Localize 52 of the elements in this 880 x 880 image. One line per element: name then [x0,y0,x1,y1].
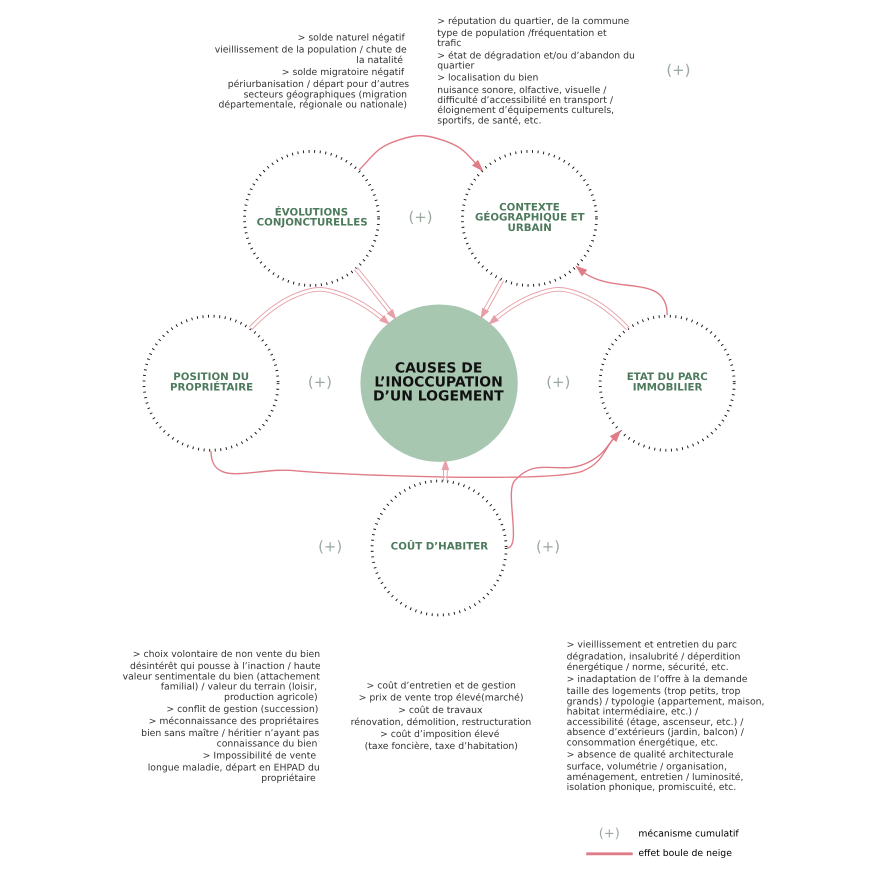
node-label: > coût de travaux [398,704,482,716]
node-label: longue maladie, départ en EHPAD du propriétaire [147,762,320,784]
node-label: > réputation du quartier, de la commune [436,16,629,27]
node-label: nuisance sonore, olfactive, visuelle / difficulté d’accessibilité en transport / éloignement d’équipements culturels, sportifs, de santé, etc. [436,84,614,126]
node-label: rénovation, démolition, restructuration [350,716,531,728]
arrow [354,267,396,320]
node-label: type de population /fréquentation et trafic [436,28,606,50]
node-label: périurbanisation / départ pour d’autres secteurs géographiques (migration départementale, régionale ou nationale) [218,79,409,111]
arrow [248,287,390,330]
node-circle: CONTEXTE GÉOGRAPHIQUE ET URBAIN [460,150,598,287]
arrow [506,430,621,549]
node-label: > méconnaissance des propriétaires [148,716,318,727]
label: (+) [666,60,690,79]
node-label: > inadaptation de l’offre à la demande [566,674,747,686]
arrow [574,266,668,316]
node-label: > vieillissement et entretien du parc [566,640,737,651]
node-label: > prix de vente trop élevé(marché) [358,692,523,704]
node-label: > solde migratoire négatif [281,67,404,78]
node-label: (taxe foncière, taxe d’habitation) [364,741,518,752]
node-circle: COÛT D’HABITER [370,480,508,616]
node-label: surface, volumétrie / organisation, aménagement, entretien / luminosité, isolation phonique, promiscuité, etc. [566,762,743,794]
arrow [440,458,449,482]
node-label: > localisation du bien [436,72,538,84]
node-circle: ETAT DU PARC IMMOBILIER [598,314,736,452]
node-label: > coût d’entretien et de gestion [366,680,516,692]
node-label: > choix volontaire de non vente du bien [132,648,320,660]
arrow [480,278,504,320]
node-label: > conflit de gestion (succession) [166,704,318,715]
arrow [358,134,483,172]
label: (+) [408,208,432,226]
arrow [487,287,630,330]
node-label: désintérêt qui pousse à l’inaction / haute valeur sentimentale du bien (attachement familial) / valeur du terrain (loisir, production agricole) [122,661,320,703]
node-label: vieillissement de la population / chute de la natalité [214,44,406,66]
label: (+) [546,372,570,391]
node-circle: CAUSES DE L’INOCCUPATION D’UN LOGEMENT [360,304,518,462]
node-label: > état de dégradation et/ou d’abandon du quartier [436,50,634,72]
label: (+) [307,372,332,391]
node-label: dégradation, insalubrité / déperdition énergétique / norme, sécurité, etc. [566,652,740,673]
node-label: > absence de qualité architecturale [566,749,734,760]
label: (+) [318,538,342,556]
node-label: bien sans maître / héritier n’ayant pas connaissance du bien [140,728,319,750]
legend-label: mécanisme cumulatif [638,828,738,840]
label: (+) [535,538,560,556]
node-label: > Impossibilité de vente [202,750,316,762]
node-label: > coût d’imposition élevé [379,728,500,740]
node-circle: ÉVOLUTIONS CONJONCTURELLES [242,150,380,287]
arrow [210,430,621,478]
node-circle: POSITION DU PROPRIÉTAIRE [142,314,279,452]
node-label: taille des logements (trop petits, trop grands) / typologie (appartement, maison, habitat intermédiaire, etc.) / accessibilité (étage, ascenseur, etc.) / absence d’extérieurs (jardin, balcon) / consommation énergétique, etc. [566,686,764,748]
legend-label: effet boule de neige [638,848,732,860]
node-label: > solde naturel négatif [297,32,404,44]
label: (+) [598,826,620,842]
